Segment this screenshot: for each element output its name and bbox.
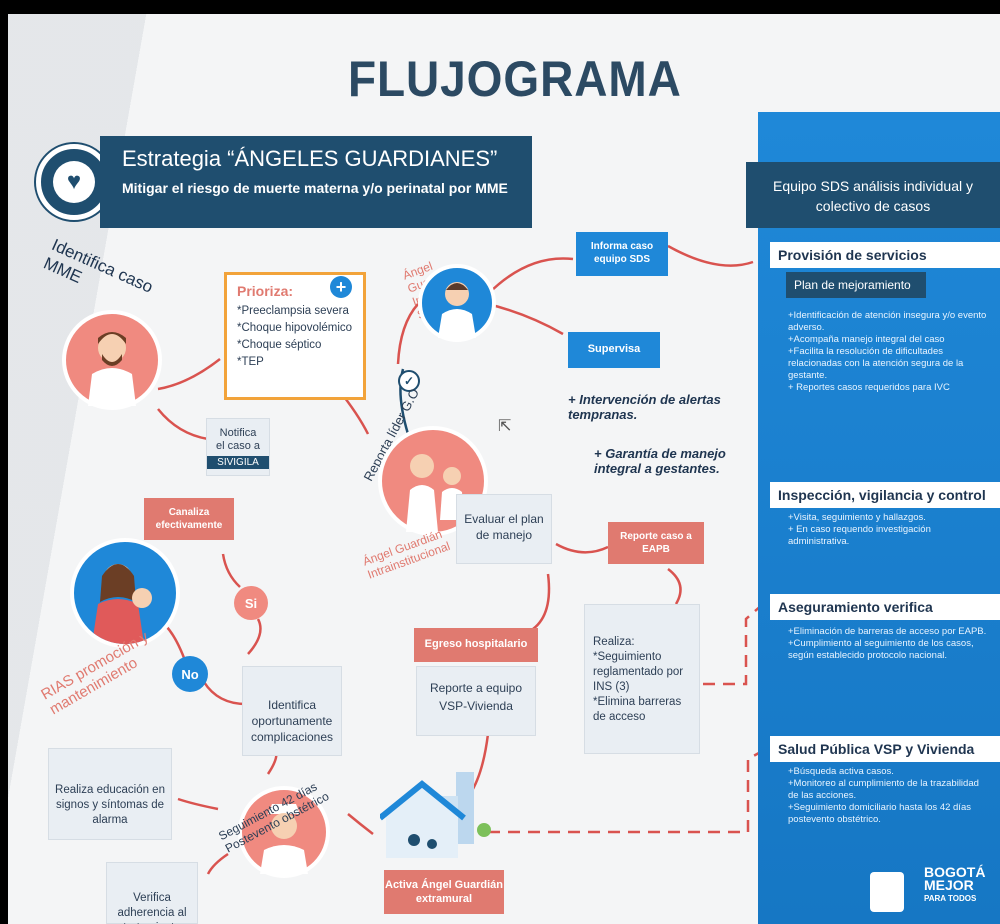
arrow-comp-si xyxy=(247,618,262,655)
bogota-line3: PARA TODOS xyxy=(924,894,977,903)
realiza-item: *Seguimiento reglamentado por INS (3) xyxy=(593,651,684,693)
prioriza-title: Prioriza: xyxy=(237,283,294,299)
house-icon xyxy=(378,766,492,866)
arrow-evaluar-egreso xyxy=(532,573,551,630)
no-badge: No xyxy=(172,656,208,692)
arrow-comp-no xyxy=(202,681,247,706)
banner-line2: Mitigar el riesgo de muerte materna y/o … xyxy=(122,180,508,196)
plan-mejoramiento: Plan de mejoramiento xyxy=(786,272,926,298)
mother-child-icon xyxy=(92,564,152,644)
rias-photo xyxy=(70,538,180,648)
page-title: FLUJOGRAMA xyxy=(348,51,682,107)
arrow-identifica-prioriza xyxy=(157,358,221,391)
evaluar-card: Evaluar el plan de manejo xyxy=(456,494,552,564)
bogota-line1: BOGOTÁ xyxy=(924,864,986,880)
realiza-item: *Elimina barreras de acceso xyxy=(593,696,682,723)
ivc-item: +Visita, seguimiento y hallazgos. xyxy=(788,512,926,523)
realiza-card: Realiza: *Seguimiento reglamentado por I… xyxy=(584,604,700,754)
slide: FLUJOGRAMA ♥ Estrategia “ÁNGELES GUARDIA… xyxy=(8,14,1000,924)
dashed-realiza-aseg xyxy=(703,603,764,686)
arrow-activa-seg xyxy=(347,813,374,835)
intervencion-note: + Intervención de alertas tempranas. xyxy=(568,392,721,422)
complicaciones-card: Identifica oportunamente complicaciones xyxy=(242,666,342,756)
arrow-seg-educacion xyxy=(177,797,219,811)
notifica-card: Notifica el caso a SIVIGILA xyxy=(206,418,270,476)
nurse-icon xyxy=(260,804,308,874)
ivc-item: + En caso requendo investigación adminis… xyxy=(788,524,931,547)
sivigila-label: SIVIGILA xyxy=(207,456,269,469)
supervisa-tag: Supervisa xyxy=(568,332,660,368)
plan-item: +Acompaña manejo integral del caso xyxy=(788,334,945,345)
prioriza-item: *TEP xyxy=(237,356,264,368)
salud-item: +Monitoreo al cumplimiento de la trazabi… xyxy=(788,778,979,801)
plan-item: +Identificación de atención insegura y/o… xyxy=(788,310,987,333)
plan-item: +Facilita la resolución de dificultades … xyxy=(788,346,964,381)
arrow-eapb-realiza xyxy=(667,568,682,605)
canaliza-tag: Canaliza efectivamente xyxy=(144,498,234,540)
enfermera-photo xyxy=(238,786,330,878)
banner-line1: Estrategia “ÁNGELES GUARDIANES” xyxy=(122,146,498,171)
arrow-evaluar-eapb xyxy=(555,542,609,554)
salud-item: +Seguimiento domiciliario hasta los 42 d… xyxy=(788,802,971,825)
doctor-photo-identifica xyxy=(62,310,162,410)
angel-institucional-photo xyxy=(418,264,496,342)
ivc-header: Inspección, vigilancia y control xyxy=(770,482,1000,508)
doctor-icon xyxy=(88,332,136,406)
educacion-card: Realiza educación en signos y síntomas d… xyxy=(48,748,172,840)
aseg-list: +Eliminación de barreras de acceso por E… xyxy=(788,626,988,662)
plus-icon: + xyxy=(330,276,352,298)
plan-item: + Reportes casos requeridos para IVC xyxy=(788,382,950,393)
prioriza-list: *Preeclampsia severa *Choque hipovolémic… xyxy=(237,303,353,371)
aseg-header: Aseguramiento verifica xyxy=(770,594,1000,620)
arrow-angel-informa xyxy=(487,257,574,295)
informa-tag: Informa caso equipo SDS xyxy=(576,232,668,276)
prioriza-item: *Preeclampsia severa xyxy=(237,305,349,317)
bogota-line2: MEJOR xyxy=(924,877,974,893)
aseg-item: +Cumplimiento al seguimiento de los caso… xyxy=(788,638,974,661)
strategy-banner: Estrategia “ÁNGELES GUARDIANES” Mitigar … xyxy=(100,136,532,228)
arrow-informa-provision xyxy=(667,244,754,267)
baby-icon: ♥ xyxy=(53,161,95,203)
plan-list: +Identificación de atención insegura y/o… xyxy=(788,310,988,394)
arrow-canaliza-si xyxy=(221,553,241,588)
verifica-card: Verifica adherencia al tratamiento xyxy=(106,862,198,924)
bogota-logo: BOGOTÁ MEJOR PARA TODOS xyxy=(924,864,986,905)
arrow-identifica-notifica xyxy=(157,408,209,441)
salud-item: +Búsqueda activa casos. xyxy=(788,766,894,777)
arrow-seg-verifica xyxy=(206,852,229,875)
egreso-tag: Egreso hospitalario xyxy=(414,628,538,662)
doctor-icon xyxy=(438,282,476,338)
activa-tag: Activa Ángel Guardián extramural xyxy=(384,870,504,914)
prioriza-item: *Choque hipovolémico xyxy=(237,322,353,334)
reporta-eapb-tag: Reporte caso a EAPB xyxy=(608,522,704,564)
arrow-angel-supervisa xyxy=(487,302,564,336)
realiza-title: Realiza: xyxy=(593,636,635,648)
dashed-activa-salud xyxy=(488,747,767,834)
si-badge: Si xyxy=(234,586,268,620)
provision-header: Provisión de servicios xyxy=(770,242,1000,268)
salud-list: +Búsqueda activa casos. +Monitoreo al cu… xyxy=(788,766,988,826)
sds-box: Equipo SDS análisis individual y colecti… xyxy=(746,162,1000,228)
checkmark-icon: ✓ xyxy=(398,370,420,392)
cursor-icon: ⇱ xyxy=(498,418,512,435)
notifica-line1: Notifica xyxy=(219,427,257,439)
prioriza-card: Prioriza: *Preeclampsia severa *Choque h… xyxy=(224,272,366,400)
aseg-item: +Eliminación de barreras de acceso por E… xyxy=(788,626,987,637)
ivc-list: +Visita, seguimiento y hallazgos. + En c… xyxy=(788,512,988,548)
alcaldia-shield-icon xyxy=(870,872,904,912)
reporte-vsp-card: Reporte a equipo VSP-Vivienda xyxy=(416,666,536,736)
connector-lines xyxy=(157,244,767,875)
arrow-reporta-angel xyxy=(396,303,419,365)
salud-header: Salud Pública VSP y Vivienda xyxy=(770,736,1000,762)
garantia-note: + Garantía de manejo integral a gestante… xyxy=(594,446,726,476)
notifica-line2: el caso a xyxy=(215,440,261,452)
prioriza-item: *Choque séptico xyxy=(237,339,322,351)
